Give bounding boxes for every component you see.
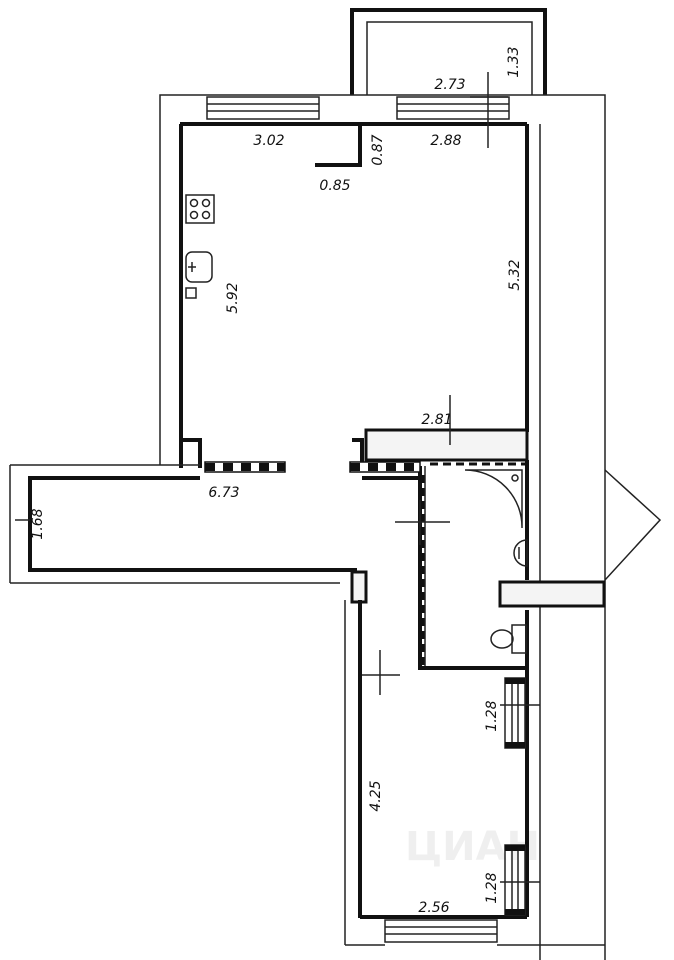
dim-niche-height: 0.87 bbox=[370, 134, 386, 165]
dim-hall-width: 1.68 bbox=[30, 508, 46, 539]
bedroom bbox=[344, 600, 529, 945]
bedroom-windows bbox=[504, 677, 526, 916]
hallway bbox=[9, 464, 418, 604]
dimension-ticks bbox=[362, 72, 540, 883]
top-windows bbox=[206, 96, 510, 120]
outer-walls bbox=[159, 94, 662, 960]
wall-stub bbox=[498, 580, 606, 608]
sink-icon bbox=[185, 251, 213, 299]
dim-window-lower: 1.28 bbox=[484, 872, 500, 903]
dim-kitchen-right: 5.32 bbox=[507, 259, 523, 290]
bottom-window bbox=[345, 919, 605, 946]
dim-hall-length: 6.73 bbox=[208, 485, 239, 501]
dim-room-height: 4.25 bbox=[368, 780, 384, 811]
dim-kitchen-left: 5.92 bbox=[225, 282, 241, 313]
watermark: ЦИАН bbox=[405, 824, 540, 870]
dim-room-width: 2.56 bbox=[418, 900, 449, 916]
dimension-labels: 1.33 2.73 3.02 2.88 0.87 0.85 5.92 5.32 … bbox=[30, 46, 523, 916]
dim-niche-width: 0.85 bbox=[319, 178, 350, 194]
bathroom-walls bbox=[352, 428, 529, 670]
balcony bbox=[350, 8, 547, 95]
stove-icon bbox=[185, 194, 215, 224]
hall-partitions bbox=[204, 461, 527, 665]
dim-window-upper: 1.28 bbox=[484, 700, 500, 731]
toilet-icon bbox=[490, 624, 527, 654]
dim-balcony-width: 2.73 bbox=[434, 77, 465, 93]
dim-bathroom-top: 2.81 bbox=[421, 412, 452, 428]
shower-icon bbox=[464, 469, 523, 529]
dim-balcony-depth: 1.33 bbox=[506, 46, 522, 77]
dim-kitchen-top-left: 3.02 bbox=[253, 133, 284, 149]
basin-icon bbox=[513, 539, 528, 567]
dim-kitchen-top-right: 2.88 bbox=[430, 133, 461, 149]
kitchen-living-room bbox=[179, 124, 529, 468]
